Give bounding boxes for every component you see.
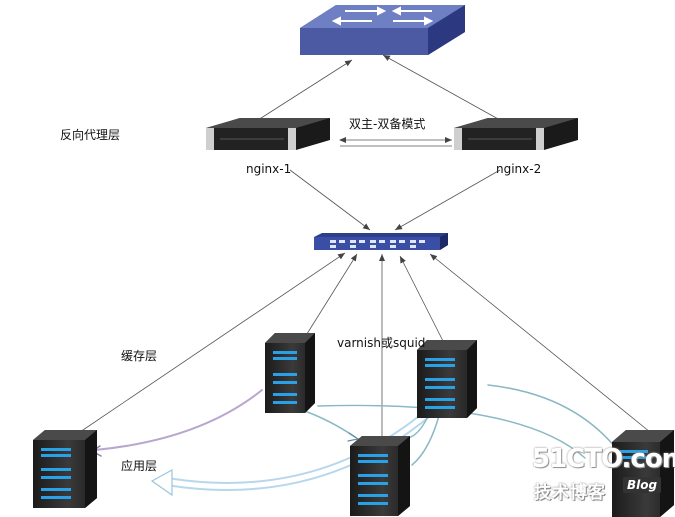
nginx-1-server (206, 118, 330, 150)
middle-switch (314, 233, 448, 250)
proxy-layer-label: 反向代理层 (60, 128, 121, 142)
watermark-blog-en: Blog (623, 477, 662, 493)
watermark-site: 51CTO.com (532, 444, 675, 474)
app-layer-label: 应用层 (121, 459, 158, 473)
nginx-2-server (454, 118, 578, 150)
cache-server-right (417, 340, 477, 418)
cache-tech-label: varnish或squid (337, 336, 426, 350)
connection-lines (79, 54, 651, 445)
mode-label: 双主-双备模式 (349, 117, 426, 131)
watermark-blog-cn: 技术博客 (534, 483, 606, 503)
nginx-1-label: nginx-1 (246, 162, 292, 176)
app-server-right (612, 430, 674, 517)
app-server-middle (350, 436, 410, 516)
app-server-left (33, 430, 97, 508)
cache-server-left (265, 333, 315, 413)
cache-layer-label: 缓存层 (121, 349, 158, 363)
top-switch (300, 5, 465, 55)
nginx-2-label: nginx-2 (496, 162, 542, 176)
